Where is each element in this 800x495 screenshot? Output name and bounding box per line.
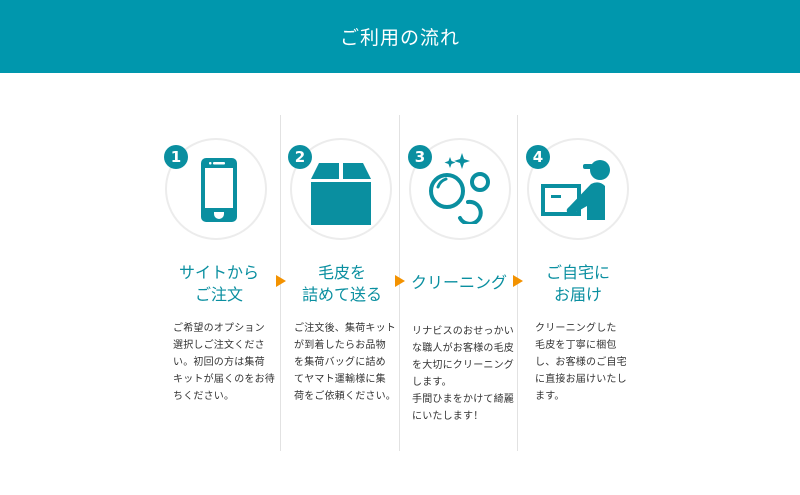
arrow-right-icon — [513, 275, 523, 287]
step-title: ご自宅に お届け — [545, 263, 610, 304]
arrow-right-icon — [395, 275, 405, 287]
box-icon — [311, 163, 371, 225]
delivery-person-icon — [541, 160, 610, 220]
step-title: サイトから ご注文 — [178, 263, 259, 304]
step-description: ご注文後、集荷キット が到着したらお品物 を集荷バッグに詰め てヤマト運輸様に集… — [294, 323, 396, 402]
step-number-badge: 4 — [526, 145, 550, 169]
step-title: クリーニング — [410, 273, 507, 292]
step-number-badge: 3 — [408, 145, 432, 169]
step-number-badge: 2 — [288, 145, 312, 169]
smartphone-icon — [201, 158, 237, 222]
step-description: リナビスのおせっかい な職人がお客様の毛皮 を大切にクリーニング します。 手間… — [412, 326, 514, 422]
page-header: ご利用の流れ — [0, 0, 800, 73]
step-number-badge: 1 — [164, 145, 188, 169]
page-title: ご利用の流れ — [339, 27, 460, 49]
bubbles-sparkle-icon — [429, 153, 490, 224]
step-description: ご希望のオプション 選択しご注文くださ い。初回の方は集荷 キットが届くのをお待… — [173, 323, 275, 402]
arrow-right-icon — [276, 275, 286, 287]
step-description: クリーニングした 毛皮を丁寧に梱包 し、お客様のご自宅 に直接お届けいたし ます… — [535, 323, 627, 402]
step-title: 毛皮を 詰めて送る — [301, 263, 382, 304]
